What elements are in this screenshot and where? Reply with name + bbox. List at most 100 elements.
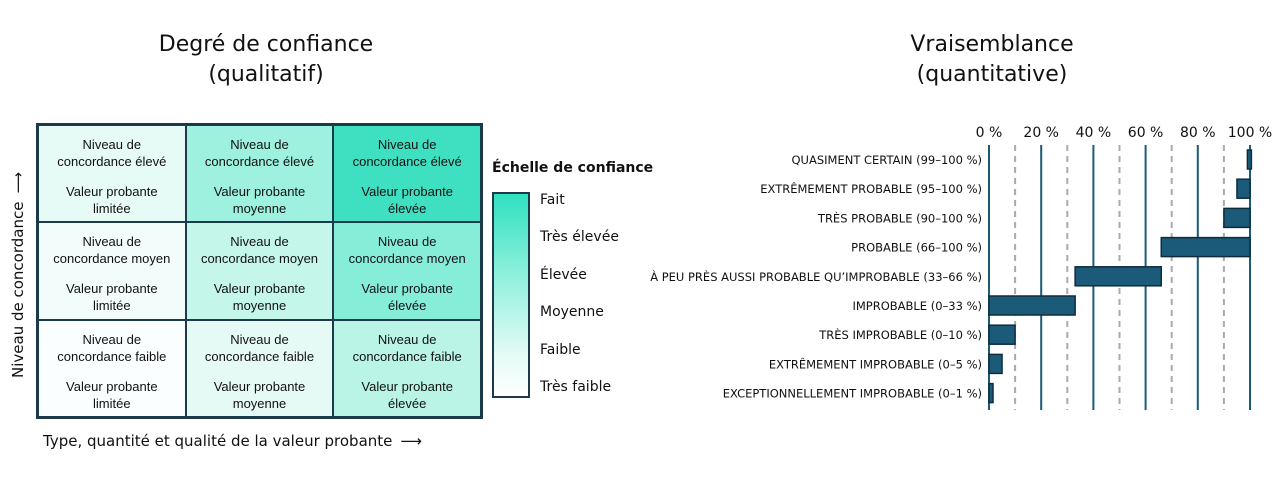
likelihood-bar [1236, 178, 1251, 199]
cell-text-line: Niveau de [82, 234, 142, 250]
likelihood-category-label: EXTRÊMEMENT IMPROBABLE (0–5 %) [769, 356, 982, 371]
confidence-title-line1: Degré de confiance [158, 32, 374, 57]
likelihood-bar [988, 324, 1016, 345]
cell-text-line: Niveau de [377, 331, 437, 347]
cell-concordance-level: Niveau de concordance élevé [353, 136, 462, 170]
cell-text-line: Niveau de [377, 137, 437, 152]
likelihood-category-label: TRÈS IMPROBABLE (0–10 %) [818, 327, 982, 342]
cell-text-line: concordance moyen [348, 251, 466, 267]
cell-text-line: Valeur probante [361, 378, 453, 394]
cell-text-line: Niveau de [230, 137, 289, 152]
cell-text-line: Valeur probante [361, 184, 453, 199]
cell-text-line: moyenne [232, 201, 287, 216]
cell-text-line: moyenne [232, 395, 287, 411]
confidence-scale-label: Très élevée [540, 229, 619, 245]
cell-text-line: concordance faible [57, 348, 167, 364]
x-tick-label: 80 % [1180, 125, 1216, 141]
likelihood-title-line1: Vraisemblance [910, 32, 1074, 57]
likelihood-bar [1074, 266, 1163, 287]
confidence-scale-label: Faible [540, 342, 581, 358]
cell-evidence-value: Valeur probante limitée [66, 183, 158, 217]
cell-text-line: Valeur probante [66, 184, 158, 199]
likelihood-category-label: PROBABLE (66–100 %) [851, 241, 982, 255]
cell-text-line: Niveau de [230, 331, 289, 347]
cell-text-line: concordance élevé [57, 154, 167, 169]
x-tick-label: 100 % [1228, 125, 1272, 141]
cell-text-line: limitée [93, 201, 131, 216]
likelihood-bar [1246, 149, 1253, 170]
confidence-scale-title: Échelle de confiance [492, 160, 654, 176]
cell-text-line: concordance élevé [204, 154, 315, 169]
cell-evidence-value: Valeur probante élevée [361, 183, 453, 217]
likelihood-bar [1223, 207, 1251, 229]
likelihood-title-line2: (quantitative) [916, 62, 1068, 87]
likelihood-bar [988, 382, 994, 404]
cell-text-line: Niveau de [82, 331, 142, 347]
confidence-scale-label: Fait [540, 192, 565, 208]
confidence-scale-label: Très faible [540, 379, 612, 395]
cell-concordance-level: Niveau de concordance élevé [205, 136, 314, 170]
cell-text-line: Niveau de [377, 234, 437, 250]
cell-text-line: élevée [388, 298, 427, 314]
likelihood-category-label: TRÈS PROBABLE (90–100 %) [817, 210, 982, 225]
x-tick-label: 60 % [1128, 125, 1164, 141]
cell-text-line: limitée [93, 298, 131, 314]
likelihood-bar [988, 295, 1076, 316]
likelihood-title: Vraisemblance (quantitative) [822, 30, 1162, 90]
likelihood-category-label: À PEU PRÈS AUSSI PROBABLE QU’IMPROBABLE … [650, 269, 982, 284]
cell-text-line: concordance moyen [200, 251, 319, 267]
cell-text-line: Valeur probante [213, 281, 306, 297]
x-tick-label: 0 % [976, 125, 1003, 141]
confidence-scale-label: Moyenne [540, 304, 604, 320]
cell-text-line: Valeur probante [66, 378, 158, 394]
likelihood-category-label: EXTRÊMEMENT PROBABLE (95–100 %) [760, 181, 982, 196]
cell-evidence-value: Valeur probante moyenne [214, 183, 306, 217]
cell-text-line: Niveau de [230, 234, 289, 250]
confidence-title-line2: (qualitatif) [208, 62, 324, 87]
likelihood-category-label: QUASIMENT CERTAIN (99–100 %) [792, 153, 983, 167]
x-axis-label: Type, quantité et qualité de la valeur p… [43, 432, 422, 450]
x-axis-label-text: Type, quantité et qualité de la valeur p… [43, 432, 393, 450]
cell-text-line: limitée [93, 395, 131, 411]
confidence-scale-gradient [492, 192, 530, 398]
cell-text-line: Valeur probante [66, 281, 158, 297]
cell-concordance-level: Niveau de concordance élevé [57, 136, 166, 170]
cell-text-line: Valeur probante [213, 378, 306, 394]
likelihood-bar [1160, 236, 1251, 258]
cell-text-line: concordance élevé [352, 154, 462, 169]
cell-text-line: Valeur probante [213, 184, 306, 199]
cell-text-line: Valeur probante [361, 281, 453, 297]
x-tick-label: 20 % [1023, 125, 1059, 141]
likelihood-bar [988, 353, 1003, 375]
cell-text-line: Niveau de [82, 137, 142, 152]
cell-text-line: élevée [388, 395, 427, 411]
confidence-scale-label: Élevée [540, 267, 587, 283]
cell-text-line: moyenne [232, 298, 287, 314]
cell-text-line: concordance moyen [53, 251, 171, 267]
cell-text-line: concordance faible [204, 348, 315, 364]
confidence-title: Degré de confiance (qualitatif) [96, 30, 436, 90]
cell-text-line: élevée [388, 201, 427, 216]
cell-text-line: concordance faible [352, 348, 462, 364]
likelihood-category-label: EXCEPTIONNELLEMENT IMPROBABLE (0–1 %) [723, 387, 982, 401]
